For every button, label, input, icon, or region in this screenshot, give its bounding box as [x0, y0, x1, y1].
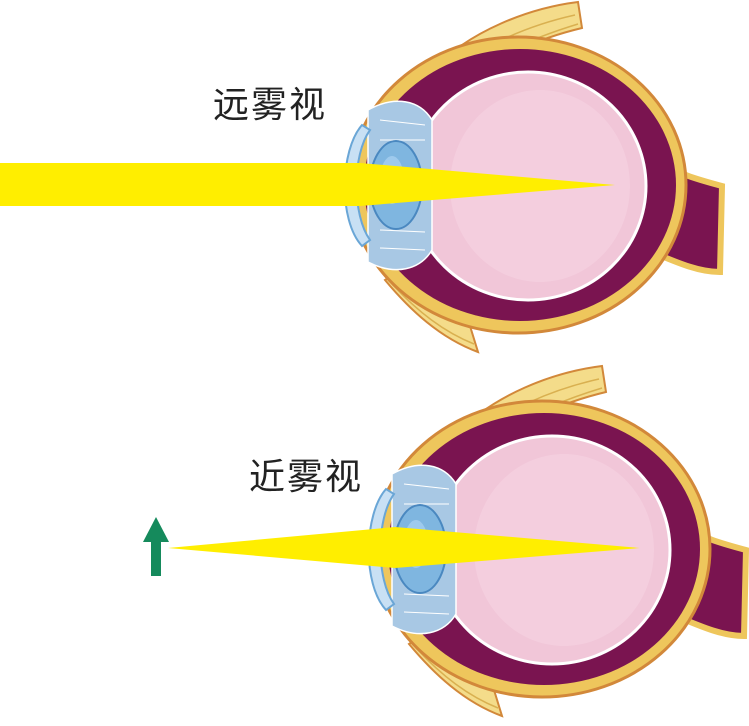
label-near-fog-vision: 近雾视	[249, 457, 364, 498]
label-far-fog-vision: 远雾视	[213, 85, 328, 126]
up-arrow-icon	[143, 517, 169, 576]
light-beam-far	[0, 163, 615, 206]
light-beam-near	[168, 527, 640, 568]
